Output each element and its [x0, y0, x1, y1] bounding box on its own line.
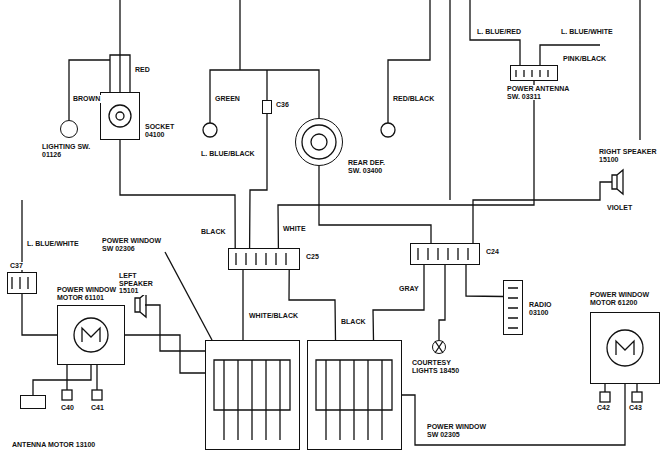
wire: [210, 0, 319, 123]
wire-color: VIOLET: [606, 204, 633, 212]
component-box: POWER ANTENNA SW. 03311: [510, 65, 558, 81]
wire-color: L. BLUE/BLACK: [200, 150, 256, 158]
wire-connector: [250, 114, 267, 248]
component-label: RIGHT SPEAKER 15100: [598, 148, 666, 163]
wire-connector: [319, 166, 431, 243]
component-label: C36: [275, 101, 290, 109]
component-label: SOCKET 04100: [144, 123, 184, 138]
component-box: POWER WINDOW SW 02305: [307, 340, 402, 450]
wire-color: WHITE/BLACK: [248, 312, 299, 320]
component-label: C25: [305, 253, 320, 261]
socket-symbol: [116, 112, 124, 120]
wire-color: WHITE: [282, 225, 307, 233]
component-label: LIGHTING SW. 01126: [41, 143, 98, 158]
motor-symbol: [607, 330, 643, 366]
connector-id: C43: [628, 404, 643, 412]
socket-symbol: [109, 105, 131, 127]
component-label: POWER ANTENNA SW. 03311: [506, 85, 580, 100]
wire: [470, 0, 640, 140]
wire-connector: [373, 265, 424, 340]
switch-dial: [302, 125, 336, 159]
component-label: LEFT SPEAKER 15101: [118, 272, 168, 295]
component-box: SOCKET 04100: [100, 92, 140, 140]
connector-pins: [236, 253, 286, 265]
component-box: C36: [262, 100, 272, 114]
wire: [69, 60, 110, 120]
wire-connector: [466, 265, 503, 297]
motor-symbol: [74, 318, 108, 352]
wire-color: BROWN: [72, 95, 101, 103]
connector-symbol: [92, 390, 102, 400]
circle-component: COURTESY LIGHTS 18450: [432, 340, 446, 354]
component-box: POWER WINDOW SW 02306: [205, 340, 300, 450]
component-label: C37: [9, 262, 24, 270]
wire-color: L. BLUE/WHITE: [560, 28, 614, 36]
connector-id: C42: [596, 404, 611, 412]
wire-color: BLACK: [340, 318, 367, 326]
leader-line: [165, 252, 212, 340]
wire-connector: [473, 182, 612, 243]
wire-connector: [439, 265, 445, 340]
component-box: C25: [228, 248, 300, 270]
component-label: POWER WINDOW SW 02305: [426, 423, 500, 438]
wire-color: PINK/BLACK: [562, 55, 607, 63]
switch-dial: [311, 134, 327, 150]
wire-connector: [22, 294, 57, 335]
wire-color: L. BLUE/RED: [476, 28, 522, 36]
component-symbol: LEFT SPEAKER 15101: [135, 298, 145, 312]
speaker-symbol: [612, 170, 623, 194]
component-label: RADIO 03100: [528, 301, 566, 316]
component-box: ANTENNA MOTOR 13100: [20, 395, 46, 409]
connector-id: C40: [60, 404, 75, 412]
connector-id: C41: [90, 404, 105, 412]
switch-internals: [316, 360, 392, 440]
component-label: POWER WINDOW SW 02306: [101, 237, 163, 252]
lamp-symbol: [381, 123, 395, 137]
component-box: C37: [7, 272, 37, 294]
wire-color: RED/BLACK: [392, 95, 435, 103]
component-box: RADIO 03100: [503, 280, 523, 335]
connector-pins: [516, 70, 548, 77]
motor-symbol: [82, 328, 100, 342]
wire-connector: [242, 270, 244, 340]
motor-symbol: [616, 341, 634, 355]
connector-symbol: [62, 390, 72, 400]
wire-color: L. BLUE/WHITE: [26, 240, 80, 248]
component-label: C24: [485, 248, 500, 256]
wire-connector: [125, 335, 205, 373]
wire-connector: [145, 305, 205, 351]
lamp-symbol: [203, 123, 217, 137]
component-symbol: RIGHT SPEAKER 15100: [612, 175, 622, 189]
connector-symbol: [600, 392, 610, 402]
wire-connector: [33, 365, 91, 395]
lamp-symbol: [435, 341, 443, 353]
wire-connector: [402, 384, 625, 445]
connector-pins: [508, 288, 518, 328]
circle-component: REAR DEF. SW. 03400: [295, 118, 343, 166]
wire: [110, 0, 130, 92]
component-label: POWER WINDOW MOTOR 61200: [589, 291, 666, 306]
component-box: C24: [410, 243, 480, 265]
component-box: POWER WINDOW MOTOR 61200: [590, 312, 660, 384]
wire-color: BLACK: [200, 228, 227, 236]
switch-internals: [214, 360, 290, 440]
component-label: REAR DEF. SW. 03400: [347, 159, 399, 174]
connector-pins: [418, 248, 468, 260]
speaker-symbol: [135, 293, 146, 317]
component-box: POWER WINDOW MOTOR 61101: [57, 305, 125, 365]
circle-component: LIGHTING SW. 01126: [60, 120, 78, 138]
wire-connector: [278, 81, 534, 248]
wire-color: RED: [134, 66, 151, 74]
wire-color: GREEN: [214, 95, 241, 103]
wire: [67, 365, 637, 392]
wire-connector: [289, 270, 336, 340]
connector-pins: [12, 277, 28, 289]
wire-color: GRAY: [398, 285, 420, 293]
connector-symbol: [632, 392, 642, 402]
component-label: COURTESY LIGHTS 18450: [411, 359, 468, 374]
component-label: ANTENNA MOTOR 13100: [11, 441, 96, 449]
